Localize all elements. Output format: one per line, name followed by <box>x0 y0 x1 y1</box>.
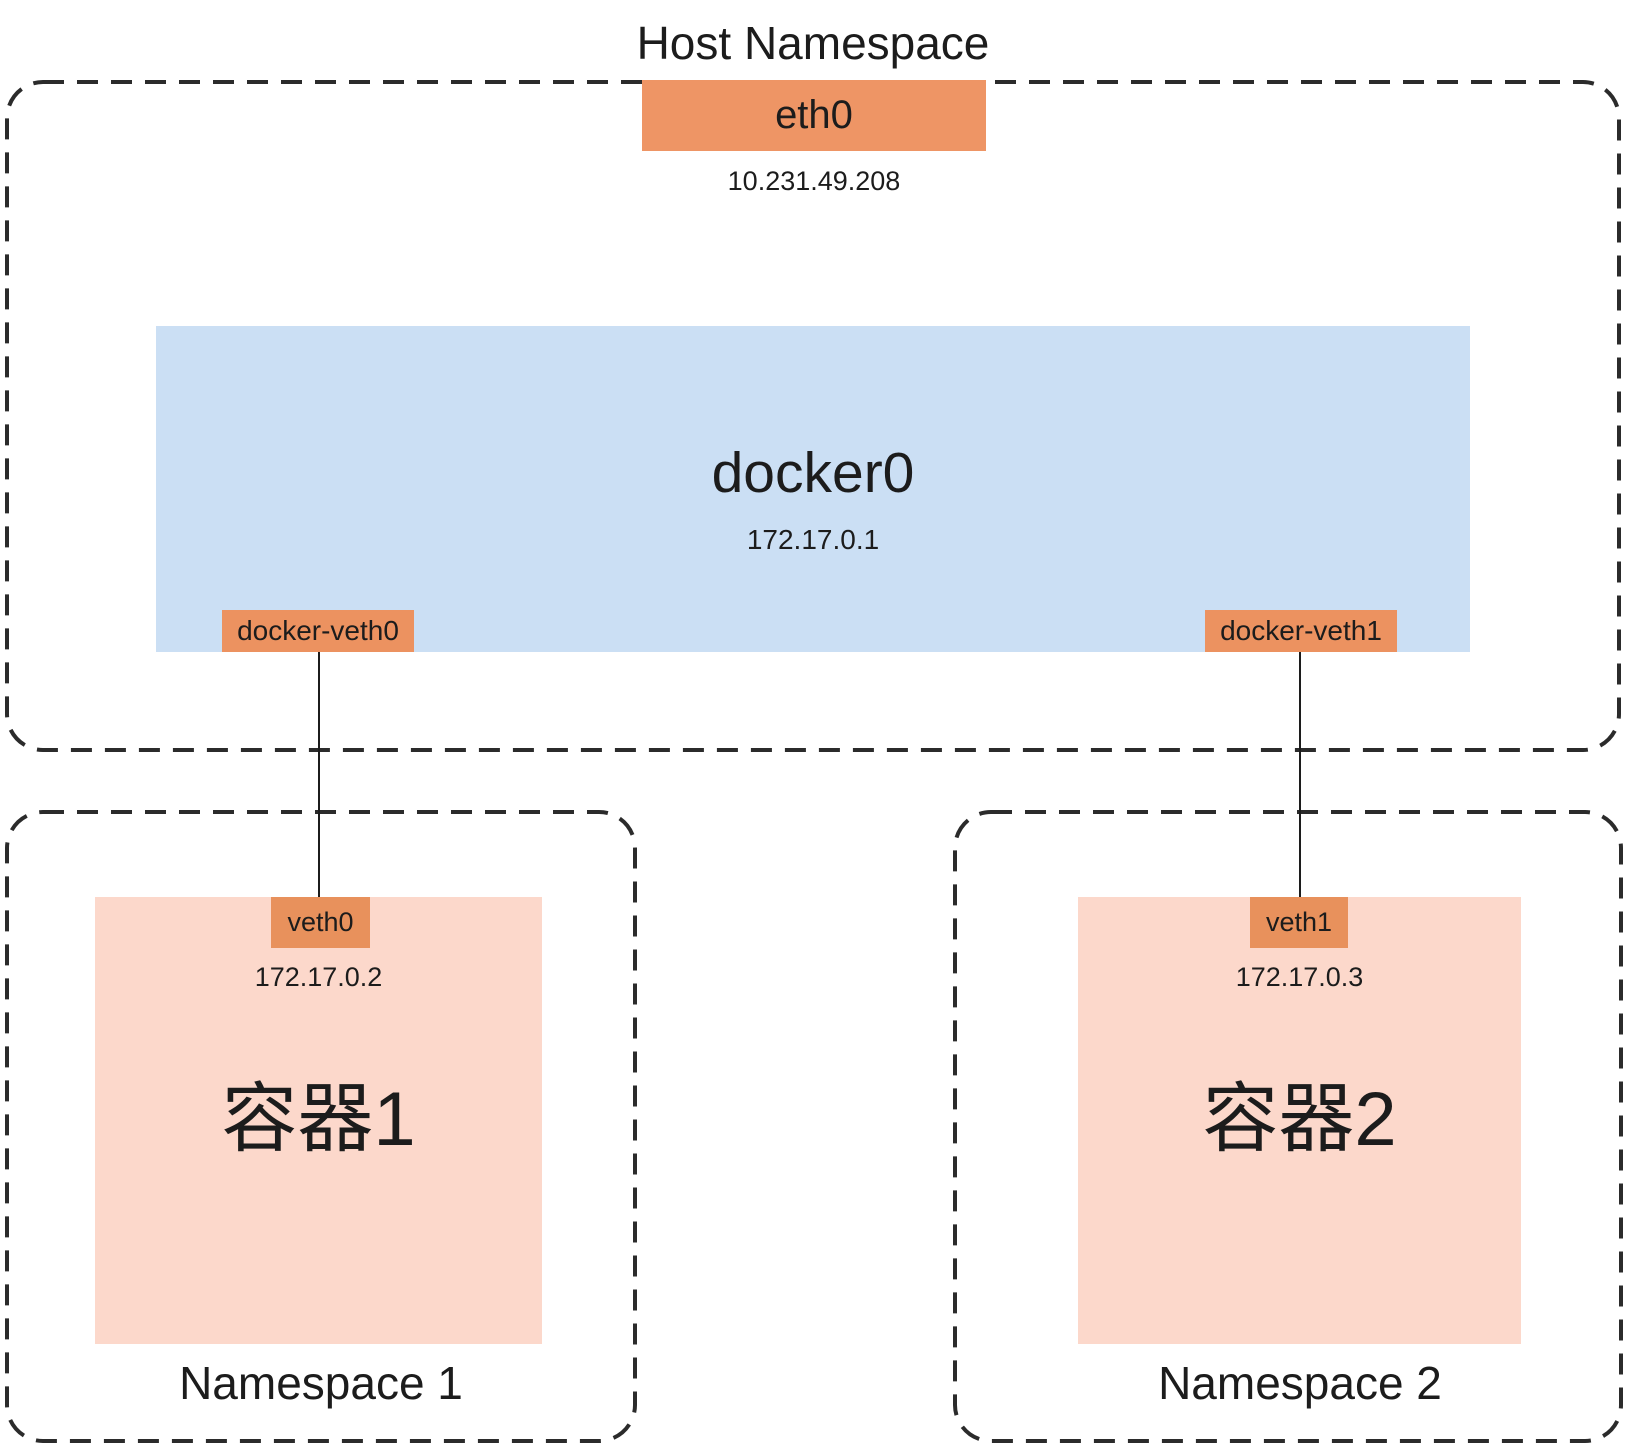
docker-veth0-label: docker-veth0 <box>237 615 399 646</box>
namespace1-label: Namespace 1 <box>179 1357 463 1409</box>
veth0-interface-box: veth0 <box>271 897 370 948</box>
container1-box <box>95 897 542 1344</box>
container1-name: 容器1 <box>221 1077 416 1162</box>
host-namespace-title: Host Namespace <box>636 17 990 69</box>
veth1-label: veth1 <box>1265 907 1333 937</box>
veth0-label: veth0 <box>287 907 354 937</box>
veth1-interface-box: veth1 <box>1250 897 1348 948</box>
namespace2-label: Namespace 2 <box>1158 1357 1442 1409</box>
namespace2-border <box>953 810 1623 1443</box>
docker-veth1-label: docker-veth1 <box>1220 615 1382 646</box>
container2-box <box>1078 897 1521 1344</box>
docker-veth0-port-box: docker-veth0 <box>222 610 414 652</box>
eth0-label: eth0 <box>775 93 853 137</box>
veth0-ip-address: 172.17.0.2 <box>254 962 383 992</box>
docker0-ip-address: 172.17.0.1 <box>746 523 880 555</box>
docker0-label: docker0 <box>711 440 915 505</box>
container2-name: 容器2 <box>1202 1077 1397 1162</box>
docker-veth1-port-box: docker-veth1 <box>1205 610 1397 652</box>
eth0-interface-box: eth0 <box>642 80 986 151</box>
namespace1-border <box>5 810 637 1443</box>
eth0-ip-address: 10.231.49.208 <box>727 166 901 196</box>
veth1-ip-address: 172.17.0.3 <box>1235 962 1364 992</box>
docker0-bridge-box: docker0 172.17.0.1 <box>156 326 1470 652</box>
